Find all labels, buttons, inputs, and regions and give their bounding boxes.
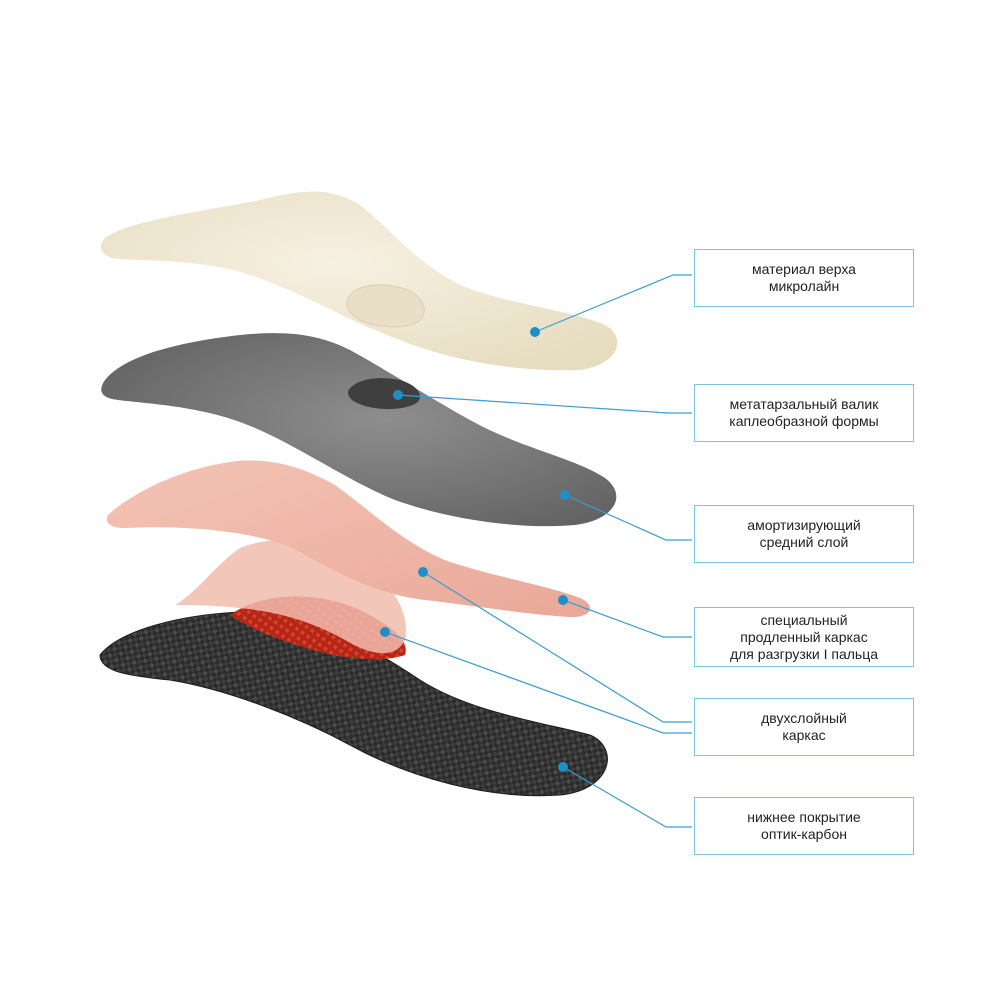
label-bottom-cover: нижнее покрытие оптик-карбон — [694, 797, 914, 855]
label-extended-frame-line2: продленный каркас — [740, 628, 868, 645]
label-metatarsal-pad: метатарзальный валик каплеобразной формы — [694, 384, 914, 442]
leader-line-5a — [422, 571, 692, 723]
leader-line-2 — [397, 394, 692, 414]
leader-line-3 — [564, 494, 692, 541]
label-double-frame-line2: каркас — [782, 727, 826, 743]
label-extended-frame-line1: специальный — [760, 611, 848, 628]
marker-dot-5b — [380, 627, 390, 637]
leader-line-4 — [562, 599, 692, 638]
top-metatarsal-dome — [346, 284, 425, 328]
gray-shock-layer — [101, 333, 617, 527]
label-metatarsal-pad-line1: метатарзальный валик — [729, 396, 879, 412]
label-shock-layer-line1: амортизирующий — [747, 517, 861, 533]
marker-dot-6 — [558, 762, 568, 772]
metatarsal-pad — [347, 378, 420, 410]
label-double-frame-line1: двухслойный — [761, 710, 847, 726]
label-bottom-cover-line2: оптик-карбон — [761, 826, 847, 842]
marker-dots — [380, 327, 570, 772]
label-extended-frame-line3: для разгрузки I пальца — [729, 645, 879, 662]
marker-dot-4 — [558, 595, 568, 605]
leader-line-5b — [384, 631, 692, 734]
leader-line-6 — [562, 766, 692, 828]
label-upper-material: материал верха микролайн — [694, 249, 914, 307]
leader-line-1 — [534, 274, 692, 333]
top-microline-layer — [100, 191, 618, 371]
pink-frame-layer — [106, 460, 591, 618]
marker-dot-3 — [560, 490, 570, 500]
label-extended-frame: специальный продленный каркас для разгру… — [694, 607, 914, 667]
label-metatarsal-pad-line2: каплеобразной формы — [729, 413, 879, 429]
label-shock-layer-line2: средний слой — [759, 534, 849, 550]
label-bottom-cover-line1: нижнее покрытие — [747, 809, 861, 825]
leader-lines — [384, 274, 692, 828]
label-double-frame: двухслойный каркас — [694, 698, 914, 756]
label-shock-layer: амортизирующий средний слой — [694, 505, 914, 563]
marker-dot-5a — [418, 567, 428, 577]
marker-dot-1 — [530, 327, 540, 337]
marker-dot-2 — [393, 390, 403, 400]
label-upper-material-line2: микролайн — [768, 278, 840, 294]
label-upper-material-line1: материал верха — [752, 261, 856, 277]
